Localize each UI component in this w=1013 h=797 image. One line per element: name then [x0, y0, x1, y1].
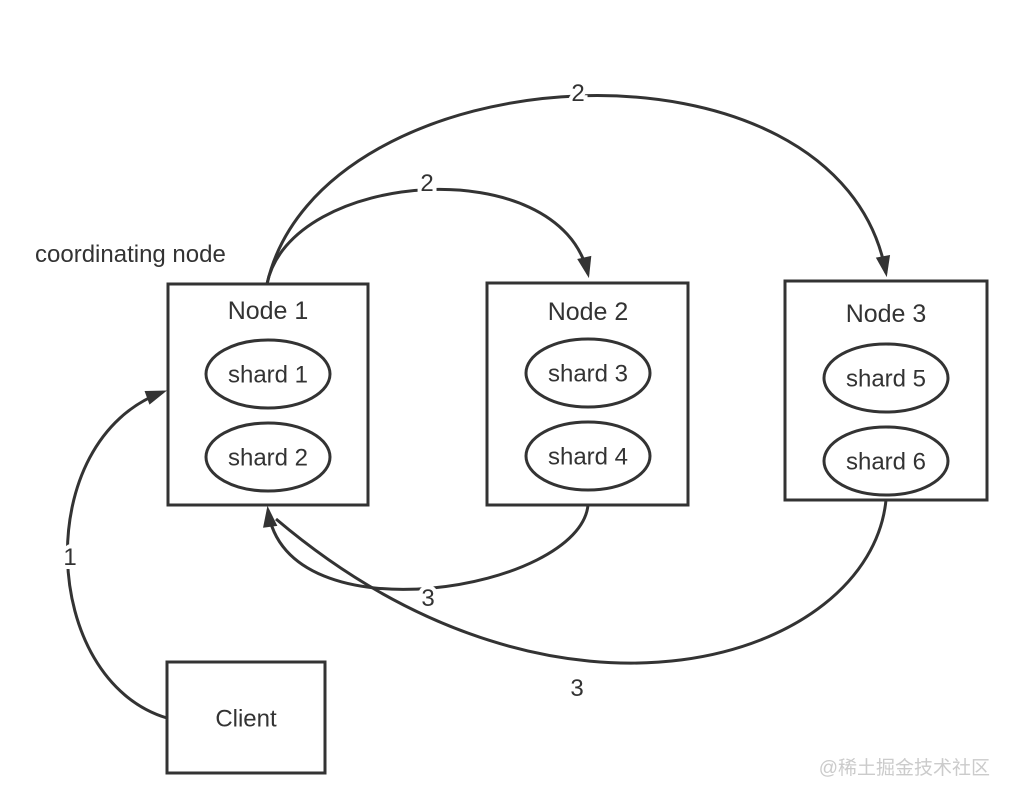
- arrow-client-to-node1: [65, 390, 168, 720]
- shard2-ellipse: [204, 421, 332, 493]
- shard1-label: shard 1: [228, 362, 308, 389]
- shard1-ellipse: [204, 338, 332, 410]
- watermark-text: @稀土掘金技术社区: [819, 757, 990, 779]
- coordinating-node-label: coordinating node: [35, 241, 226, 268]
- edge-label-step3-node2: 3: [421, 585, 434, 612]
- edge-label-step2-node3: 2: [571, 80, 584, 107]
- arrow-node2-to-node1: [263, 504, 590, 591]
- edge-label-step1: 1: [63, 544, 76, 571]
- client-box: [165, 660, 327, 775]
- node3-group: Node 3 shard 5 shard 6: [783, 279, 989, 502]
- node3-title: Node 3: [846, 300, 927, 328]
- edge-label-step3-node3: 3: [570, 675, 583, 702]
- shard4-label: shard 4: [548, 444, 628, 471]
- shard2-label: shard 2: [228, 445, 308, 472]
- arrow-node1-to-node3: [265, 94, 891, 285]
- shard5-label: shard 5: [846, 366, 926, 393]
- node2-group: Node 2 shard 3 shard 4: [485, 281, 690, 507]
- arrow-node3-to-node1: [275, 499, 888, 665]
- shard3-label: shard 3: [548, 361, 628, 388]
- node2-title: Node 2: [548, 298, 629, 326]
- node1-group: Node 1 shard 1 shard 2: [166, 282, 370, 507]
- edge-label-step2-node2: 2: [420, 170, 433, 197]
- arrow-node1-to-node2: [265, 187, 592, 285]
- shard3-ellipse: [524, 337, 652, 409]
- shard4-ellipse: [524, 420, 652, 492]
- client-group: Client: [165, 660, 327, 775]
- shard5-ellipse: [822, 342, 950, 414]
- node1-title: Node 1: [228, 297, 309, 325]
- client-label: Client: [215, 706, 277, 733]
- shard6-label: shard 6: [846, 449, 926, 476]
- shard6-ellipse: [822, 425, 950, 497]
